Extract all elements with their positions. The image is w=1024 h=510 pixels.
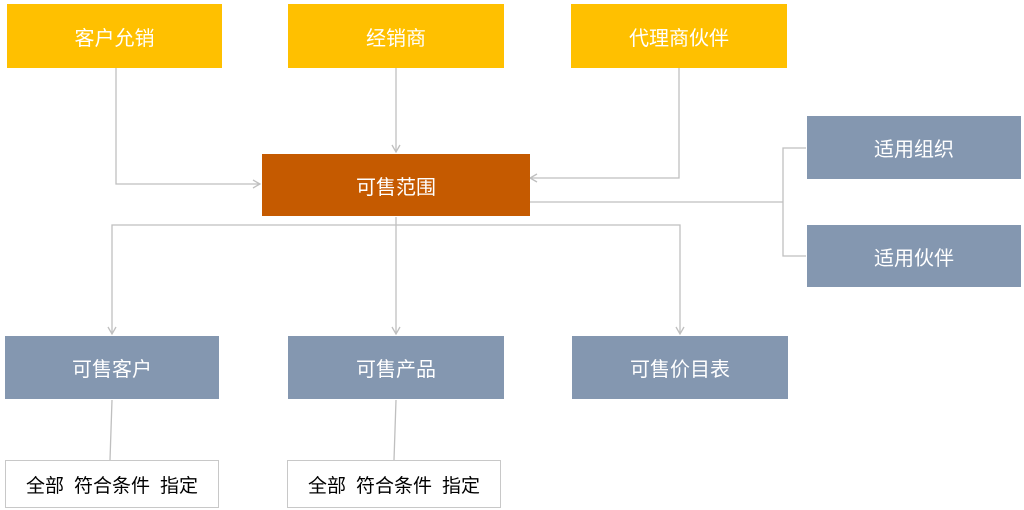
option-conditional: 符合条件 (355, 474, 432, 497)
sellable-pricelist-box: 可售价目表 (572, 336, 788, 399)
applicable-org-box: 适用组织 (807, 116, 1021, 179)
connector-customer-resale (115, 68, 262, 189)
connector-product-options (393, 399, 397, 461)
product-options: 全部 符合条件 指定 (287, 460, 501, 508)
sellable-customer-box: 可售客户 (5, 336, 219, 399)
option-specified: 指定 (160, 474, 199, 497)
customer-options: 全部 符合条件 指定 (5, 460, 219, 508)
connector-customer-options (109, 399, 113, 461)
agent-partner-box: 代理商伙伴 (571, 4, 787, 68)
sellable-scope-box: 可售范围 (262, 154, 530, 216)
option-all: 全部 (307, 474, 346, 497)
connector-to-pricelist (396, 224, 685, 336)
option-all: 全部 (25, 474, 64, 497)
customer-resale-box: 客户允销 (7, 4, 222, 68)
connector-agent-partner (528, 68, 680, 183)
option-specified: 指定 (442, 474, 481, 497)
dealer-box: 经销商 (288, 4, 504, 68)
option-conditional: 符合条件 (73, 474, 150, 497)
sellable-product-box: 可售产品 (288, 336, 504, 399)
applicable-partner-box: 适用伙伴 (807, 225, 1021, 287)
connector-to-customer (107, 224, 396, 336)
connector-scope-bracket (782, 147, 806, 257)
